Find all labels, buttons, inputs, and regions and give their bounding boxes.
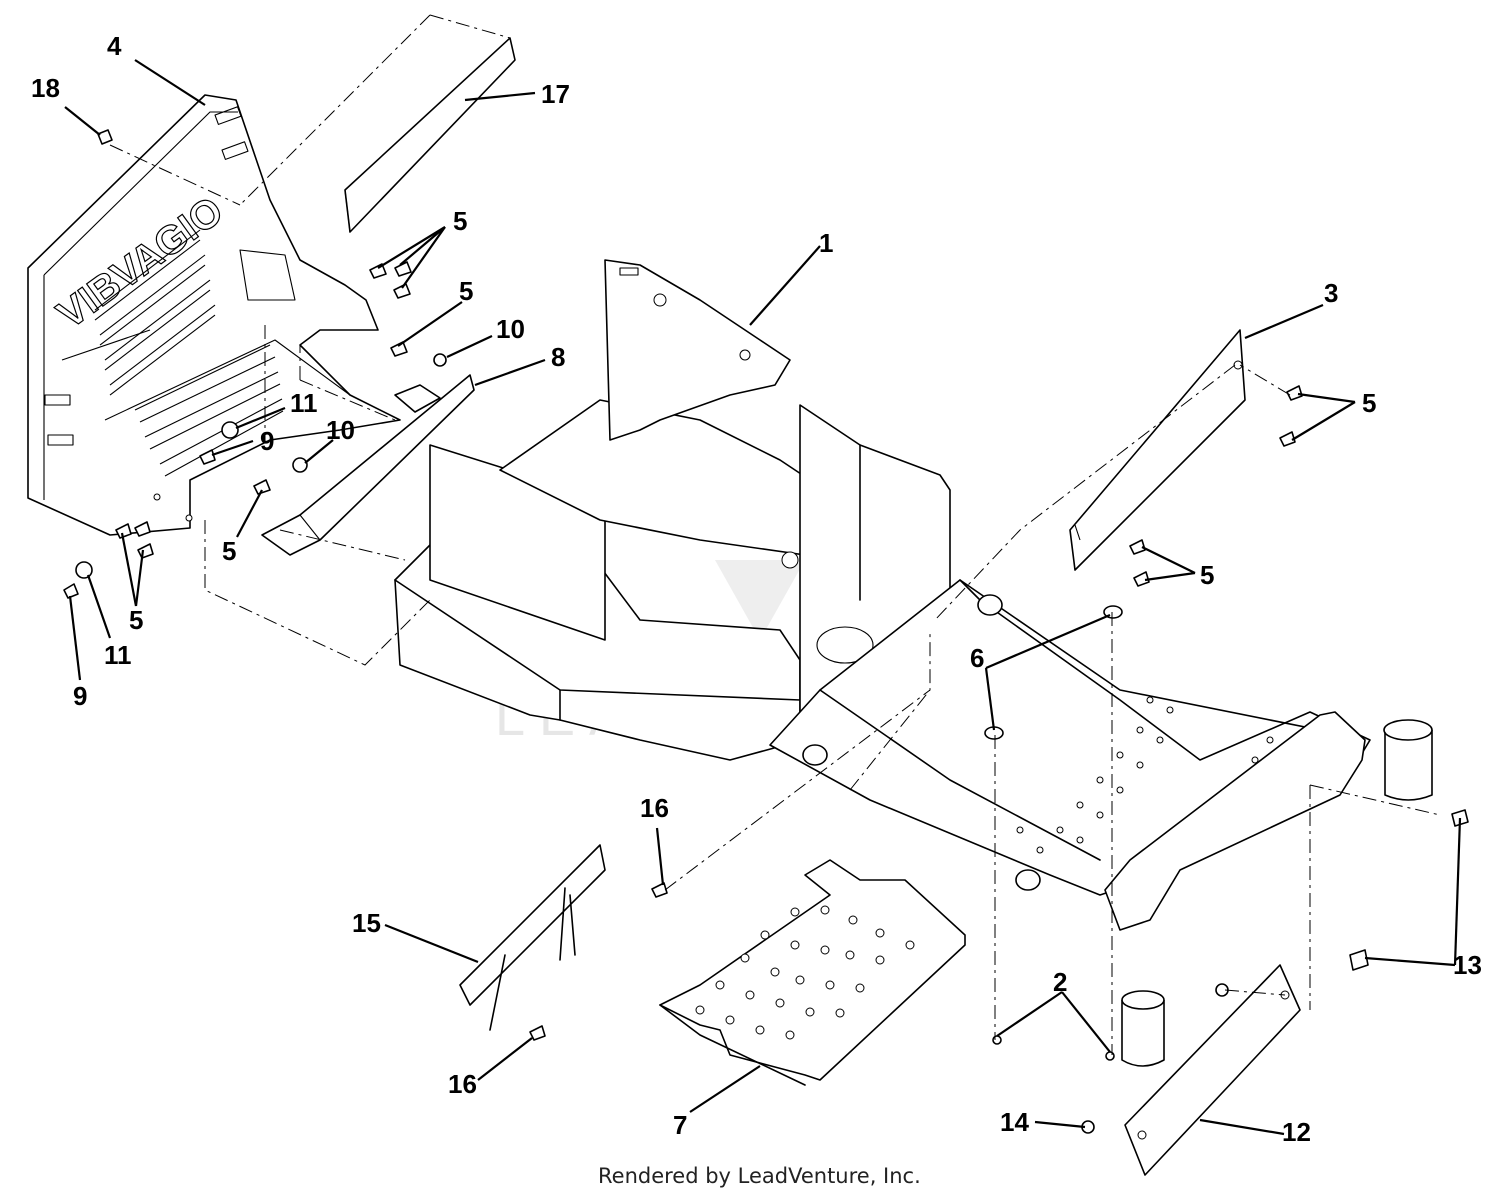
leader-lines (64, 59, 1462, 1136)
part-12-lower-plate (1124, 964, 1301, 1176)
assembly-lines (109, 14, 1441, 1055)
part-8-bracket (261, 374, 475, 556)
callout-7: 7 (673, 1110, 687, 1140)
callout-11: 11 (104, 640, 132, 670)
callout-9: 9 (73, 681, 87, 711)
floor-pan-holes (695, 905, 915, 1040)
callout-5: 5 (459, 276, 473, 306)
callout-17: 17 (541, 79, 570, 109)
callout-5: 5 (129, 605, 143, 635)
callout-10: 10 (326, 415, 355, 445)
callout-15: 15 (352, 908, 381, 938)
callout-9: 9 (260, 426, 274, 456)
callout-6: 6 (970, 643, 984, 673)
part-15-bracket (459, 844, 606, 1031)
callout-16: 16 (640, 793, 669, 823)
callout-5: 5 (1362, 388, 1376, 418)
callout-1: 1 (819, 228, 833, 258)
callouts: 4 18 17 5 5 10 8 11 9 10 5 5 11 9 1 3 5 … (31, 31, 1482, 1147)
callout-12: 12 (1282, 1117, 1311, 1147)
callout-5: 5 (222, 536, 236, 566)
callout-5: 5 (453, 206, 467, 236)
callout-18: 18 (31, 73, 60, 103)
part-3-right-panel (1069, 329, 1246, 571)
callout-16: 16 (448, 1069, 477, 1099)
part-7-floor-pan (659, 859, 966, 1086)
guard-slots (94, 229, 284, 477)
callout-11: 11 (290, 388, 318, 418)
callout-13: 13 (1453, 950, 1482, 980)
part-4-rear-guard: VIBVAGIO (27, 94, 401, 536)
callout-8: 8 (551, 342, 565, 372)
callout-14: 14 (1000, 1107, 1029, 1137)
footer-credit: Rendered by LeadVenture, Inc. (598, 1164, 921, 1188)
callout-5: 5 (1200, 560, 1214, 590)
part-17-plate (344, 37, 516, 233)
callout-2: 2 (1053, 967, 1067, 997)
callout-10: 10 (496, 314, 525, 344)
part-1-main-frame (394, 259, 1433, 1067)
hardware (63, 129, 1469, 1134)
callout-4: 4 (107, 31, 122, 61)
frame-deck-holes (1016, 696, 1274, 854)
callout-3: 3 (1324, 278, 1338, 308)
